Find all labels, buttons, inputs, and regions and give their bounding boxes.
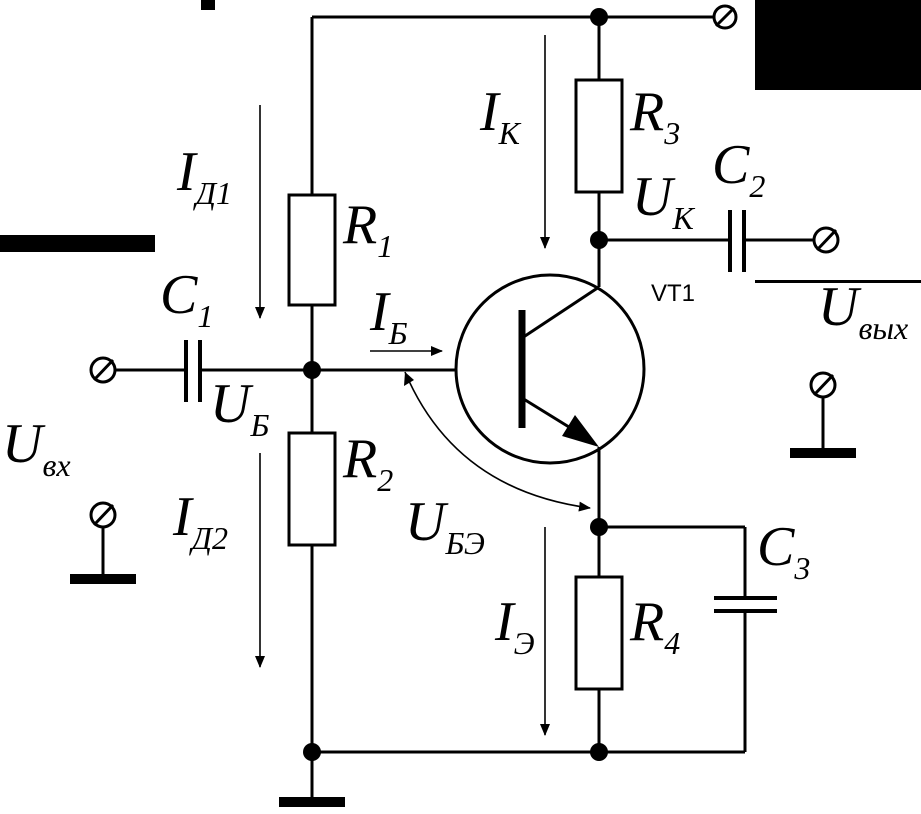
label-ie: IЭ <box>494 591 535 661</box>
transistor-vt1 <box>454 273 646 465</box>
resistor-r2 <box>287 431 337 547</box>
label-id2: IД2 <box>172 486 228 556</box>
label-ube: UБЭ <box>405 491 485 561</box>
label-vt1: VT1 <box>651 280 695 307</box>
input-ground <box>70 501 136 584</box>
label-uin: Uвх <box>2 413 71 483</box>
label-r2: R2 <box>342 428 393 498</box>
label-r1: R1 <box>342 194 393 264</box>
ground-rail <box>279 743 745 807</box>
label-uk: UК <box>632 166 695 236</box>
label-uout: Uвых <box>818 276 908 346</box>
label-c1: C1 <box>160 264 213 334</box>
output-terminal <box>812 226 840 254</box>
arrow-ube <box>404 371 591 512</box>
label-r4: R4 <box>629 591 680 661</box>
indicator-arrows <box>255 35 591 736</box>
supply-terminal <box>712 4 738 30</box>
label-r3: R3 <box>629 81 680 151</box>
labels: +UП IД1 R1 C1 IБ UБ Uвх R2 IД2 UБЭ IК R3… <box>2 1 908 661</box>
emitter-branch <box>574 447 777 761</box>
resistor-r1 <box>287 193 337 307</box>
label-c3: C3 <box>757 516 810 586</box>
resistor-r3 <box>574 78 624 194</box>
label-ik: IК <box>479 81 522 151</box>
label-c2: C2 <box>712 134 765 204</box>
label-supply: +UП <box>760 1 863 71</box>
label-id1: IД1 <box>176 141 232 211</box>
collector-branch <box>574 17 840 287</box>
output-ground <box>790 371 856 458</box>
resistor-r4 <box>574 575 624 691</box>
label-ib: IБ <box>369 281 408 351</box>
label-ub: UБ <box>210 373 269 443</box>
node-dot <box>303 743 321 761</box>
